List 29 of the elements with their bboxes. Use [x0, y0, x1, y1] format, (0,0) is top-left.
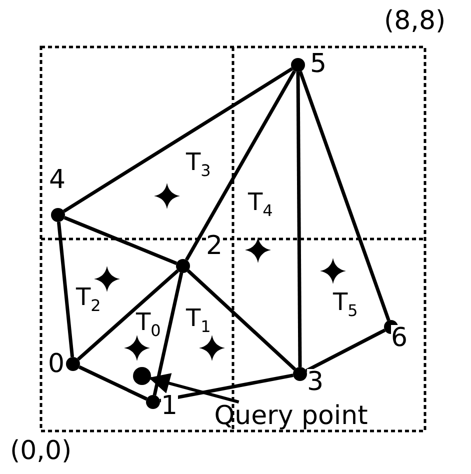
- triangle-edge: [62, 67, 294, 213]
- triangle-edge: [64, 216, 178, 266]
- triangle-edge: [56, 222, 74, 358]
- triangle-label: T$_{1}$: [186, 306, 211, 335]
- corner-coordinate: (0,0): [10, 438, 72, 464]
- triangle-label: T$_{2}$: [76, 285, 101, 314]
- vertex-dot: [146, 395, 160, 409]
- triangle-edge: [160, 374, 294, 402]
- vertex-dot: [51, 208, 65, 222]
- triangle-edge: [152, 272, 184, 396]
- triangle-edge: [184, 70, 296, 261]
- triangle-edge: [298, 71, 390, 321]
- triangle-edge: [77, 269, 179, 361]
- callout-text: Query point: [196, 402, 386, 430]
- triangle-label: T$_{4}$: [248, 190, 273, 219]
- vertex-dot: [66, 357, 80, 371]
- vertex-dot: [291, 58, 305, 72]
- triangle-edge: [186, 269, 296, 371]
- vertex-dot: [293, 367, 307, 381]
- triangle-label: T$_{0}$: [136, 310, 161, 339]
- triangle-edge: [305, 328, 386, 372]
- query-point-dot: [133, 367, 151, 385]
- triangle-edge: [296, 72, 302, 368]
- triangle-label: T$_{3}$: [186, 150, 211, 179]
- corner-coordinate: (8,8): [384, 8, 446, 34]
- triangle-edge: [78, 365, 148, 401]
- triangle-label: T$_{5}$: [333, 290, 358, 319]
- pointer-arrow: [148, 373, 240, 404]
- vertex-dot: [176, 259, 190, 273]
